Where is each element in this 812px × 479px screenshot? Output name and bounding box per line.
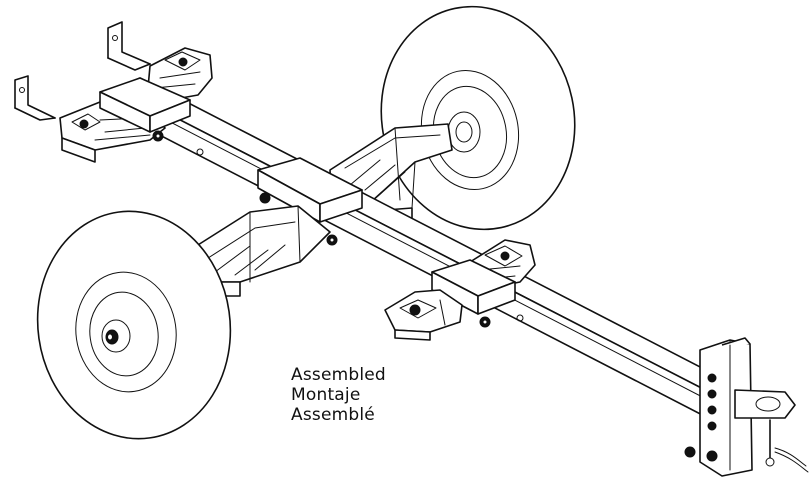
caption-spanish: Montaje	[291, 385, 361, 405]
assembled-caption: Assembled Montaje Assemblé	[291, 365, 386, 425]
center-clamp	[257, 157, 363, 246]
rear-wheel	[380, 5, 576, 231]
front-axle-arm	[189, 205, 331, 297]
hitch-tongue	[684, 337, 809, 477]
caption-french: Assemblé	[291, 405, 375, 425]
rear-left-bracket	[384, 289, 463, 341]
caption-english: Assembled	[291, 365, 386, 385]
rear-clamp	[431, 259, 516, 328]
front-clamp	[99, 77, 191, 142]
front-wheel	[36, 210, 232, 440]
